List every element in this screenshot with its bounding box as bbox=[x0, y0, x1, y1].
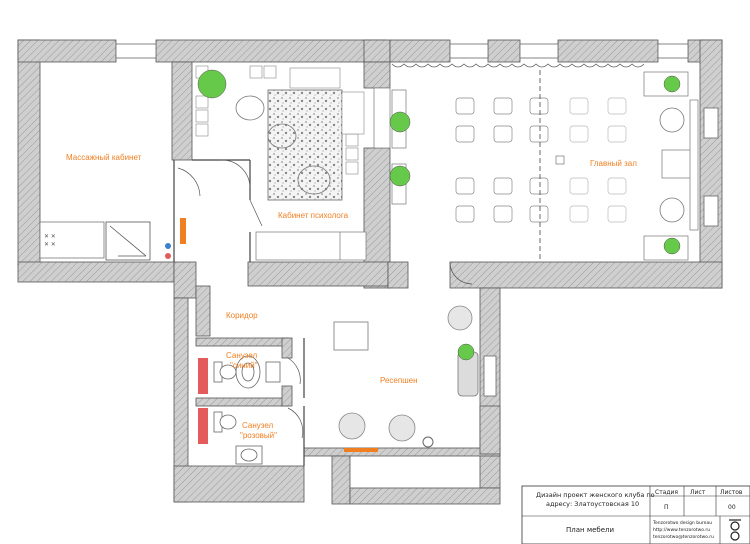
label-reception: Ресепшен bbox=[380, 376, 418, 385]
plant-icon bbox=[389, 111, 411, 133]
plant-icon bbox=[389, 165, 411, 187]
radiator-valve-red bbox=[165, 253, 171, 259]
sheets-value: 00 bbox=[728, 504, 736, 511]
radiator bbox=[180, 218, 186, 244]
windows bbox=[115, 43, 719, 397]
radiator bbox=[344, 448, 378, 452]
bureau-line-1: Tenzorotwo design bureau bbox=[652, 520, 712, 526]
curtain bbox=[391, 63, 645, 68]
plant-icon bbox=[457, 343, 475, 361]
project-line-1: Дизайн проект женского клуба по bbox=[536, 491, 655, 499]
reception-desk bbox=[333, 321, 369, 351]
label-corridor: Коридор bbox=[226, 311, 258, 320]
label-bathroom-blue-2: "синий" bbox=[230, 361, 258, 370]
doors bbox=[177, 159, 473, 439]
title-block: Стадия Лист Листов П 00 Дизайн проект же… bbox=[521, 485, 750, 544]
rug bbox=[267, 89, 343, 201]
reception bbox=[180, 218, 479, 452]
label-bathroom-pink-1: Санузел bbox=[242, 421, 273, 430]
hall-chairs bbox=[455, 97, 627, 223]
round-tables bbox=[659, 107, 685, 223]
bureau-line-2: http://www.tenzorotwo.ru bbox=[653, 527, 710, 533]
label-massage-room: Массажный кабинет bbox=[66, 153, 142, 162]
psychologist-room bbox=[195, 65, 367, 261]
radiator-valve-blue bbox=[165, 243, 171, 249]
main-hall bbox=[373, 63, 699, 262]
massage-table-icon bbox=[105, 221, 151, 261]
header-stage: Стадия bbox=[655, 489, 678, 496]
label-bathroom-pink-2: "розовый" bbox=[240, 431, 277, 440]
plant-icon bbox=[663, 237, 681, 255]
svg-text:✕ ✕: ✕ ✕ bbox=[44, 234, 56, 240]
label-psychologist-room: Кабинет психолога bbox=[278, 211, 349, 220]
cabinet bbox=[255, 231, 367, 261]
outlet-marks: ✕ ✕ ✕ ✕ bbox=[44, 234, 56, 248]
svg-text:✕ ✕: ✕ ✕ bbox=[44, 242, 56, 248]
thin-walls bbox=[173, 159, 305, 466]
bathrooms bbox=[198, 355, 281, 465]
project-line-2: адресу: Златоустовская 10 bbox=[546, 500, 639, 508]
bureau-line-3: tenzorotwo@tenzorotwo.ru bbox=[653, 534, 714, 540]
toilet-icon bbox=[213, 361, 281, 433]
pouf-icon bbox=[422, 436, 434, 448]
stage-value: П bbox=[664, 504, 669, 511]
room-labels: Массажный кабинет Кабинет психолога Глав… bbox=[66, 153, 637, 440]
header-sheets: Листов bbox=[720, 489, 743, 496]
plant-icon bbox=[663, 75, 681, 93]
label-bathroom-blue-1: Санузел bbox=[226, 351, 257, 360]
header-sheet: Лист bbox=[690, 489, 706, 496]
sink-icon bbox=[235, 355, 263, 465]
armchair-icon bbox=[338, 305, 473, 442]
plant-icon bbox=[197, 69, 227, 99]
bureau-logo-icon bbox=[729, 519, 741, 541]
massage-room: ✕ ✕ ✕ ✕ bbox=[39, 221, 171, 261]
armchair-icon bbox=[235, 95, 331, 195]
label-main-hall: Главный зал bbox=[590, 159, 637, 168]
sheet-title: План мебели bbox=[566, 526, 614, 534]
